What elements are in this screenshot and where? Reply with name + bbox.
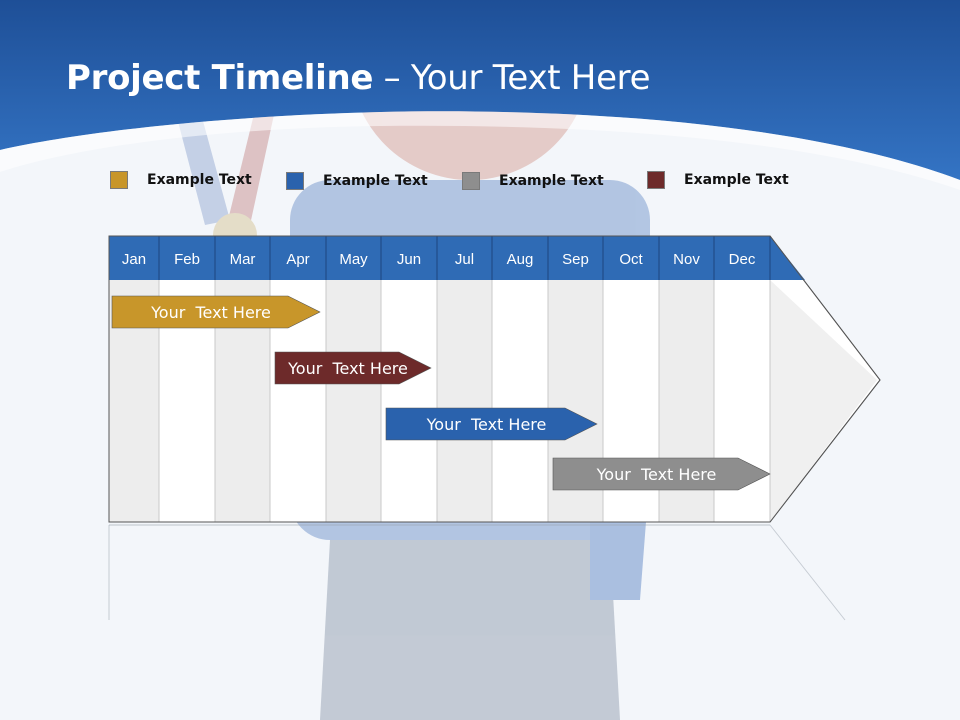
month-label: Jun — [397, 251, 421, 268]
task-label: Your Text Here — [426, 415, 547, 434]
legend-label: Example Text — [323, 173, 428, 189]
legend-swatch-gray — [462, 172, 480, 190]
legend-swatch-blue — [286, 172, 304, 190]
month-label: Oct — [619, 251, 643, 268]
page-title: Project Timeline – Your Text Here — [66, 58, 651, 98]
timeline-arrow-outline — [108, 235, 881, 523]
legend-swatch-maroon — [647, 171, 665, 189]
month-label: Jul — [455, 251, 474, 268]
task-label: Your Text Here — [150, 303, 271, 322]
legend-label: Example Text — [147, 172, 252, 188]
task-arrow — [111, 295, 321, 329]
timeline-column-shade — [437, 280, 492, 522]
task-label: Your Text Here — [287, 359, 408, 378]
task-arrow — [385, 407, 598, 441]
timeline-header-band — [109, 236, 805, 280]
task-arrow — [274, 351, 432, 385]
month-label: Nov — [673, 251, 700, 268]
month-label: Feb — [174, 251, 200, 268]
header-wave — [0, 0, 960, 180]
legend-label: Example Text — [684, 172, 789, 188]
month-label: Aug — [507, 251, 534, 268]
month-label: May — [339, 251, 368, 268]
title-bold: Project Timeline — [66, 58, 374, 98]
month-label: Jan — [122, 251, 146, 268]
legend-swatch-gold — [110, 171, 128, 189]
timeline-reflection — [769, 524, 846, 621]
month-label: Mar — [230, 251, 256, 268]
task-label: Your Text Here — [596, 465, 717, 484]
legend-label: Example Text — [499, 173, 604, 189]
title-rest: – Your Text Here — [373, 58, 651, 98]
timeline-arrow-tip — [770, 280, 877, 522]
month-label: Sep — [562, 251, 589, 268]
month-label: Dec — [729, 251, 756, 268]
timeline-column-shade — [326, 280, 381, 522]
month-label: Apr — [286, 251, 309, 268]
task-arrow — [552, 457, 771, 491]
